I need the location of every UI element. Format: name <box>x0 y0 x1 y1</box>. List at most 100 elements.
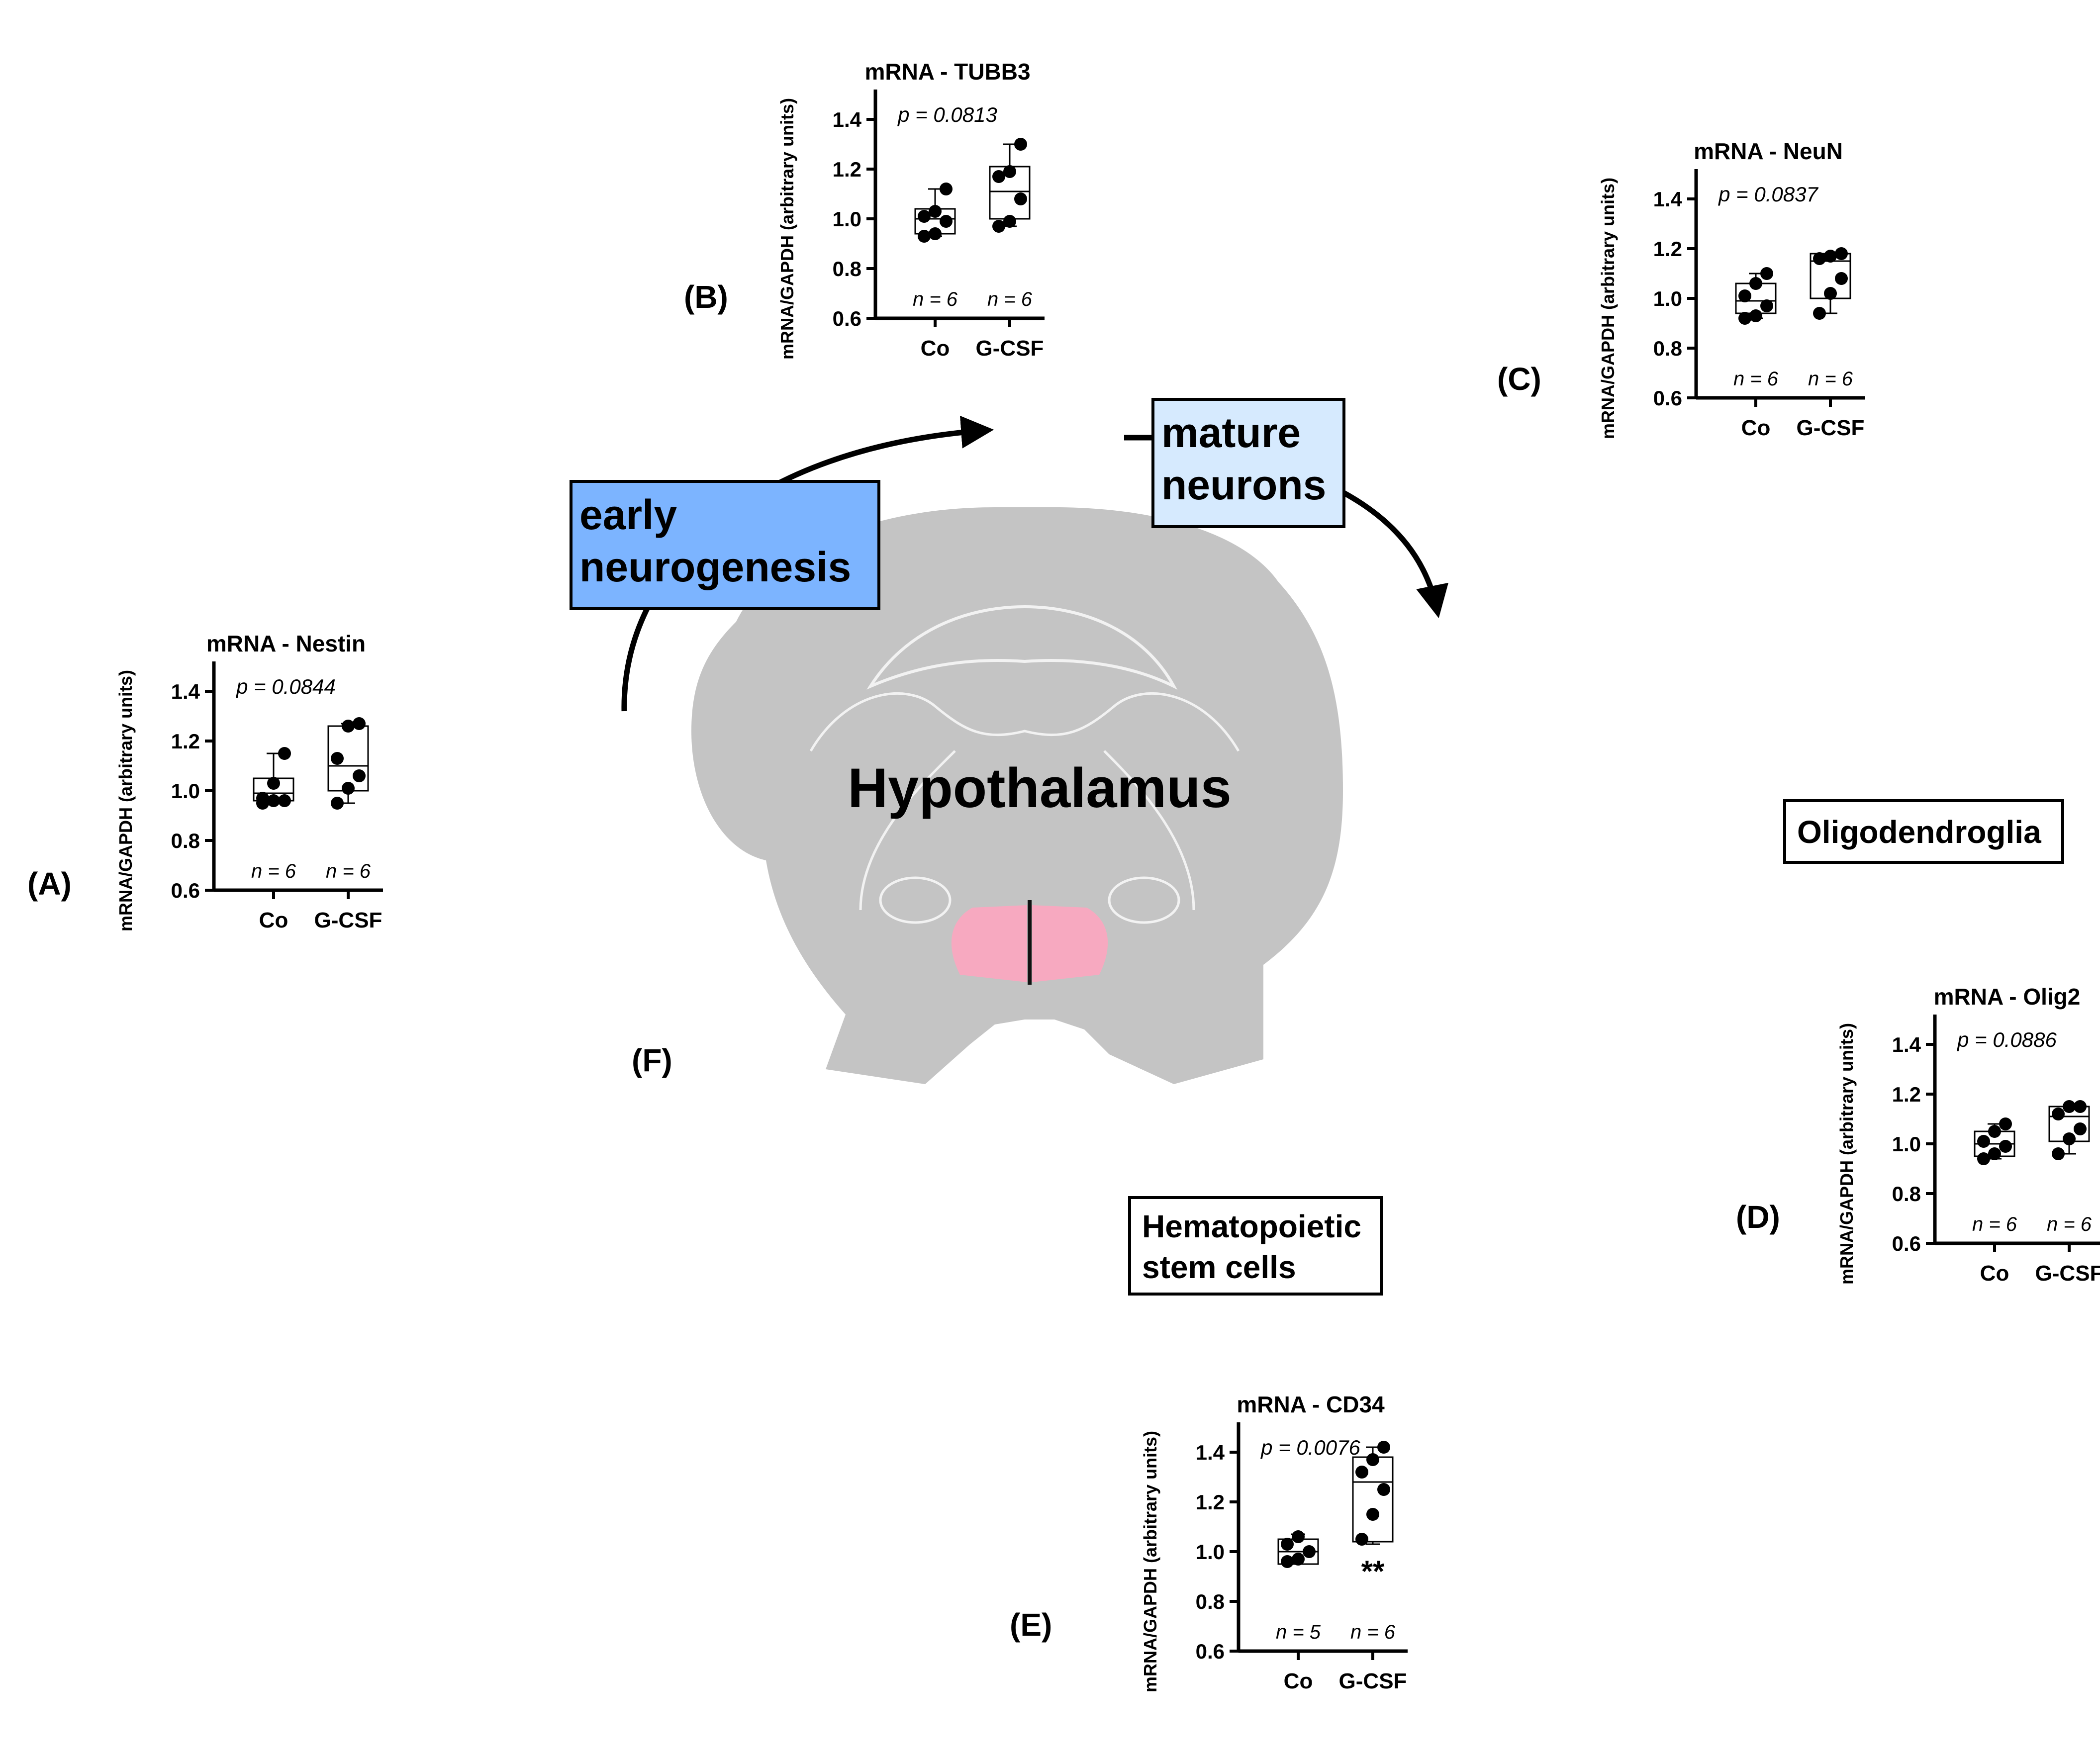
y-axis-label: mRNA/GAPDH (arbitrary units) <box>1836 1023 1857 1285</box>
y-tick-label: 0.8 <box>1196 1590 1225 1613</box>
chart-title: mRNA - CD34 <box>1237 1392 1385 1417</box>
y-tick-label: 1.2 <box>1892 1083 1921 1106</box>
data-point <box>929 227 942 240</box>
data-point <box>2063 1132 2076 1145</box>
data-point <box>1977 1152 1990 1165</box>
data-point <box>2074 1122 2087 1135</box>
panel-label: (C) <box>1497 361 1541 397</box>
data-point <box>278 747 291 760</box>
y-axis-label: mRNA/GAPDH (arbitrary units) <box>1598 178 1618 439</box>
y-tick-label: 1.4 <box>833 108 862 131</box>
panel-label: (D) <box>1736 1199 1780 1235</box>
data-point <box>1999 1117 2012 1130</box>
y-tick-label: 0.8 <box>833 257 861 280</box>
data-point <box>940 183 953 195</box>
panel-f-label: (F) <box>632 1042 672 1078</box>
chart-2: mRNA - NeuN mRNA/GAPDH (arbitrary units) 0… <box>1598 138 1865 440</box>
hypothalamus-nucleus-left <box>951 905 1027 982</box>
y-tick-label: 1.4 <box>1196 1441 1225 1464</box>
data-point <box>1366 1508 1379 1521</box>
hematopoietic-box: Hematopoietic stem cells <box>1128 1196 1383 1296</box>
data-point <box>1366 1453 1379 1466</box>
y-tick-label: 1.2 <box>1653 237 1682 261</box>
brain-ellipse-right <box>1108 876 1180 924</box>
data-point <box>1813 252 1826 265</box>
hypothalamus-label: Hypothalamus <box>848 757 1232 819</box>
data-point <box>940 215 953 228</box>
data-point <box>1355 1533 1368 1546</box>
brain-outline-shape <box>691 507 1343 1084</box>
brain-ventricle-line <box>809 692 1240 752</box>
data-point <box>2052 1147 2065 1160</box>
y-tick-label: 0.8 <box>1653 337 1682 360</box>
data-point <box>1738 289 1751 302</box>
chart-title: mRNA - TUBB3 <box>864 59 1030 85</box>
data-point <box>1760 267 1773 280</box>
x-tick-label: G-CSF <box>976 336 1044 361</box>
n-label: n = 6 <box>1733 368 1779 390</box>
p-value-label: p = 0.0844 <box>235 675 336 698</box>
data-point <box>2052 1108 2065 1120</box>
data-point <box>1749 309 1762 322</box>
data-point <box>1355 1466 1368 1479</box>
n-label: n = 6 <box>913 288 958 310</box>
data-point <box>342 720 355 733</box>
data-point <box>1003 165 1016 178</box>
data-point <box>929 205 942 218</box>
chart-title: mRNA - NeuN <box>1694 138 1843 164</box>
p-value-label: p = 0.0886 <box>1956 1028 2057 1051</box>
chart-4: mRNA - CD34 mRNA/GAPDH (arbitrary units) 0… <box>1140 1392 1408 1693</box>
y-axis-label: mRNA/GAPDH (arbitrary units) <box>1140 1431 1160 1692</box>
data-point <box>992 170 1005 183</box>
x-tick-label: Co <box>921 336 950 361</box>
data-point <box>1835 247 1848 260</box>
data-point <box>1988 1147 2001 1160</box>
y-axis-label: mRNA/GAPDH (arbitrary units) <box>115 670 136 931</box>
y-tick-label: 0.6 <box>833 307 861 330</box>
y-axis-label: mRNA/GAPDH (arbitrary units) <box>777 98 797 360</box>
data-point <box>1999 1140 2012 1153</box>
panel-label: (E) <box>1010 1607 1052 1643</box>
y-tick-label: 1.0 <box>1653 287 1682 310</box>
chart-title: mRNA - Nestin <box>206 631 366 656</box>
data-point <box>1003 215 1016 228</box>
n-label: n = 6 <box>1350 1621 1396 1643</box>
data-point <box>1377 1441 1390 1454</box>
data-point <box>1303 1545 1316 1558</box>
p-value-label: p = 0.0837 <box>1718 183 1818 206</box>
data-point <box>1760 299 1773 312</box>
data-point <box>1281 1538 1294 1551</box>
y-tick-label: 1.4 <box>171 680 200 703</box>
panel-label: (B) <box>684 279 728 315</box>
chart-title: mRNA - Olig2 <box>1934 984 2081 1010</box>
data-point <box>1988 1125 2001 1138</box>
data-point <box>992 220 1005 233</box>
data-point <box>1977 1135 1990 1148</box>
data-point <box>267 794 280 807</box>
y-tick-label: 1.4 <box>1653 187 1683 211</box>
early-neurogenesis-box: early neurogenesis <box>570 480 880 610</box>
x-tick-label: G-CSF <box>1339 1669 1407 1693</box>
n-label: n = 6 <box>251 860 296 882</box>
data-point <box>918 230 931 243</box>
y-tick-label: 0.6 <box>1892 1232 1921 1255</box>
y-tick-label: 1.2 <box>833 158 861 181</box>
significance-marker: ** <box>1361 1555 1385 1588</box>
y-tick-label: 1.0 <box>1196 1540 1225 1564</box>
data-point <box>1824 250 1837 263</box>
p-value-label: p = 0.0076 <box>1260 1436 1360 1459</box>
y-tick-label: 0.6 <box>1196 1640 1225 1663</box>
n-label: n = 6 <box>326 860 371 882</box>
mature-neurons-box: mature neurons <box>1151 398 1345 528</box>
y-tick-label: 0.6 <box>1653 386 1682 410</box>
data-point <box>1292 1530 1305 1543</box>
data-point <box>278 794 291 807</box>
data-point <box>331 752 344 765</box>
n-label: n = 5 <box>1276 1621 1321 1643</box>
brain-section-illustration <box>691 507 1343 1084</box>
data-point <box>1377 1483 1390 1496</box>
y-tick-label: 0.8 <box>1892 1182 1921 1206</box>
y-tick-label: 1.2 <box>171 730 200 753</box>
x-tick-label: G-CSF <box>2035 1261 2100 1286</box>
data-point <box>1835 272 1848 285</box>
